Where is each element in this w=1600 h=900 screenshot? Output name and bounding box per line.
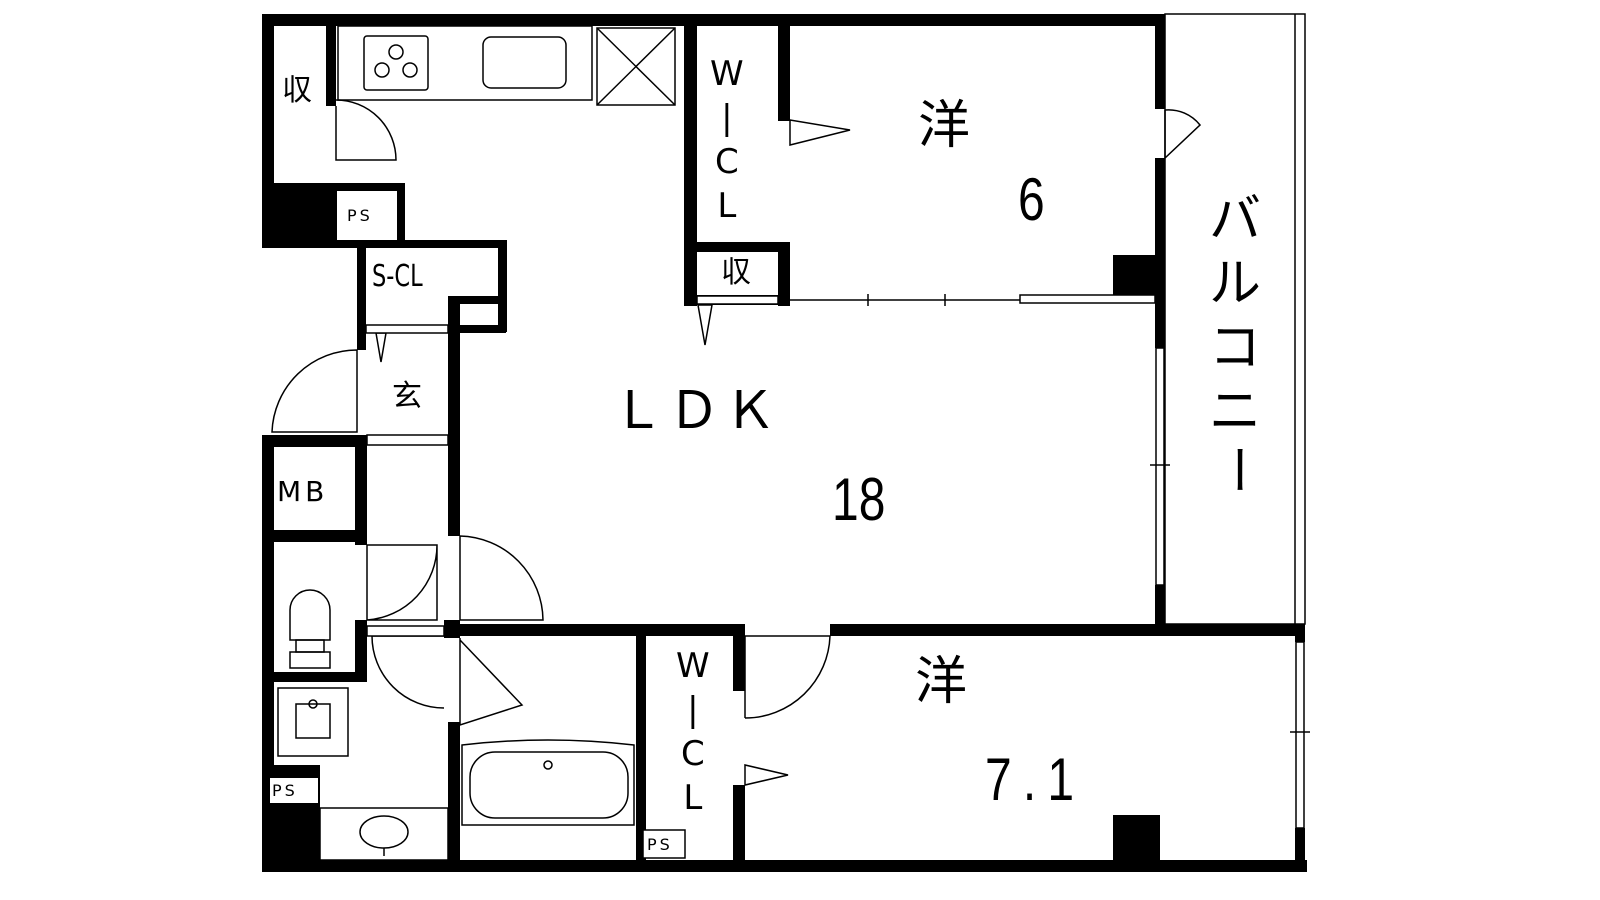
kitchen-counter — [337, 25, 676, 106]
wcl-char: L — [717, 186, 737, 226]
balcony-char: ニ — [1208, 382, 1261, 442]
wcl-char: W — [676, 646, 710, 686]
wcl-char: | — [687, 690, 699, 730]
wcl-char: | — [721, 98, 733, 138]
ldk-size: 18 — [832, 466, 886, 533]
balcony-label: バ ル コ ニ ー — [1203, 188, 1267, 496]
meter-box-label: MB — [277, 475, 329, 508]
wcl-char: W — [710, 54, 744, 94]
washing-machine — [277, 687, 349, 757]
walk-in-closet-label: W | C L — [676, 644, 710, 820]
sliding-door — [790, 294, 1156, 306]
toilet — [289, 589, 331, 669]
storage-label: 収 — [282, 73, 312, 108]
wcl-char: C — [714, 142, 739, 182]
washbasin — [319, 807, 449, 861]
bedroom1-name: 洋 — [918, 96, 971, 156]
shoe-closet-label: S-CL — [372, 259, 423, 294]
ps-label: PS — [647, 835, 673, 854]
walk-in-closet-label: W | C L — [710, 52, 744, 228]
balcony-char: コ — [1208, 318, 1261, 378]
balcony-char: バ — [1208, 190, 1261, 250]
bedroom2-name: 洋 — [915, 652, 968, 712]
windows — [1150, 347, 1310, 829]
bathtub — [461, 739, 635, 826]
storage-label: 収 — [721, 255, 751, 290]
ps-label: PS — [272, 781, 298, 800]
bedroom2-size: 7.1 — [985, 746, 1086, 813]
ldk-name: ＬＤＫ — [612, 381, 781, 441]
ps-label: PS — [347, 206, 373, 225]
bedroom1-size: 6 — [1018, 166, 1045, 233]
doors — [271, 99, 1202, 786]
walls — [262, 14, 1307, 872]
balcony-char: ル — [1208, 254, 1261, 314]
wcl-char: C — [680, 734, 705, 774]
entrance-label: 玄 — [392, 379, 422, 414]
balcony-char: ー — [1205, 444, 1265, 496]
wcl-char: L — [683, 778, 703, 818]
